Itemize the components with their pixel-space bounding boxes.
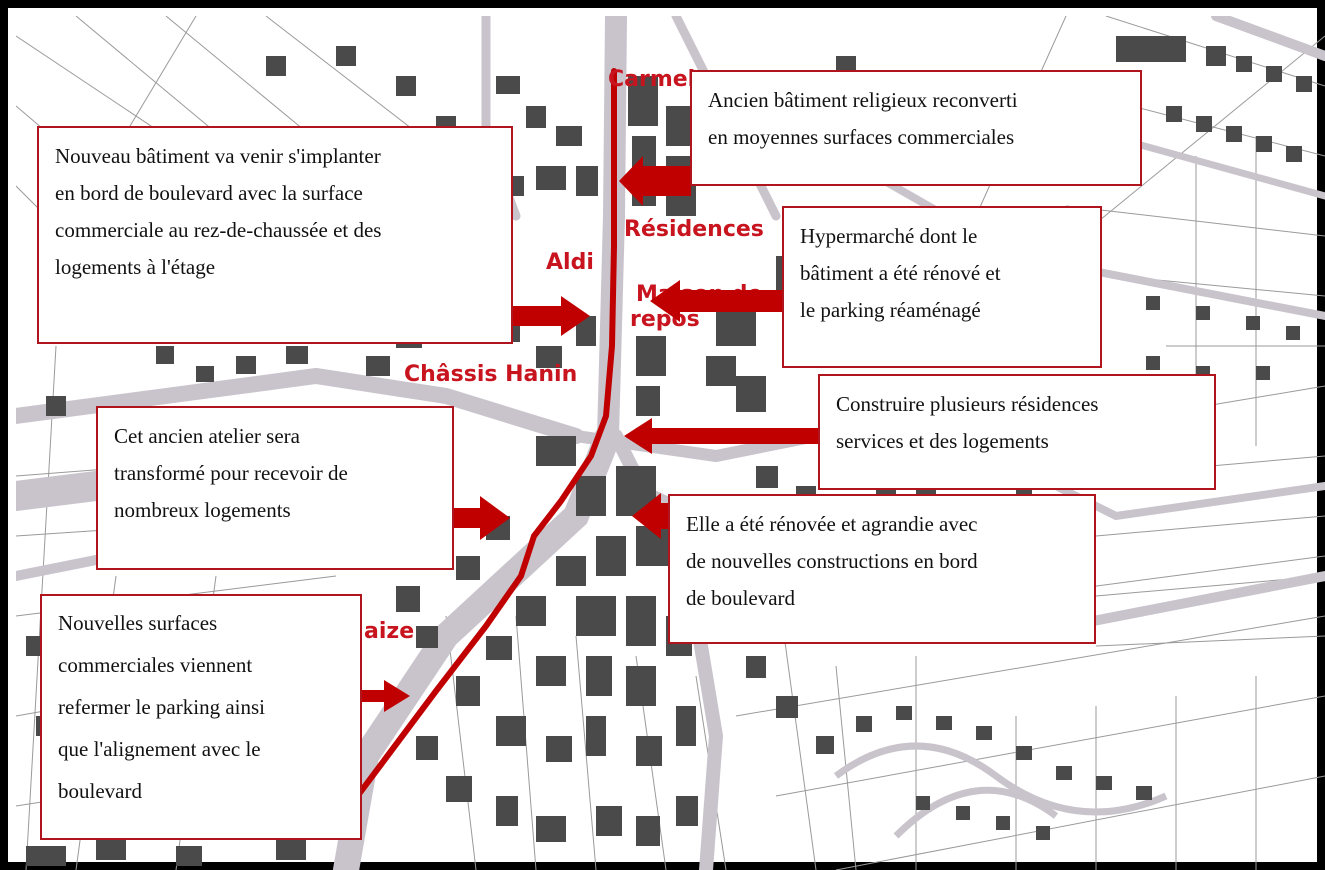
callout-aldi: Nouveau bâtiment va venir s'implanter en… [37, 126, 513, 344]
callout-line: Hypermarché dont le [800, 224, 978, 248]
callout-centre: Elle a été rénovée et agrandie avec de n… [668, 494, 1096, 644]
callout-line: commerciale au rez-de-chaussée et des [55, 218, 382, 242]
callout-line: en bord de boulevard avec la surface [55, 181, 363, 205]
place-labels: Carmel Résidences Aldi Maison de repos C… [364, 67, 764, 644]
callout-atelier: Cet ancien atelier sera transformé pour … [96, 406, 454, 570]
callout-line: Construire plusieurs résidences [836, 392, 1099, 416]
label-aldi: Aldi [546, 250, 594, 275]
arrow-residences-icon [624, 418, 822, 454]
callout-line: en moyennes surfaces commerciales [708, 125, 1015, 149]
label-carmel: Carmel [608, 67, 695, 92]
label-laize: aize [364, 619, 414, 644]
callout-line: boulevard [58, 779, 142, 803]
callout-commerces: Nouvelles surfaces commerciales viennent… [40, 594, 362, 840]
arrow-centre-icon [632, 493, 672, 539]
callout-line: de boulevard [686, 586, 796, 610]
boulevard-line [353, 68, 617, 801]
label-residences: Résidences [624, 217, 764, 242]
callout-line: de nouvelles constructions en bord [686, 549, 978, 573]
callout-carmel: Ancien bâtiment religieux reconverti en … [690, 70, 1142, 186]
callout-line: Cet ancien atelier sera [114, 424, 300, 448]
callout-line: logements à l'étage [55, 255, 216, 279]
arrow-commerces-icon [356, 680, 410, 712]
residential-streets [833, 742, 1168, 839]
callout-line: transformé pour recevoir de [114, 461, 348, 485]
callout-line: le parking réaménagé [800, 298, 981, 322]
callout-line: services et des logements [836, 429, 1049, 453]
callout-line: que l'alignement avec le [58, 737, 261, 761]
callout-line: Nouvelles surfaces [58, 611, 218, 635]
callout-line: Elle a été rénovée et agrandie avec [686, 512, 978, 536]
callout-line: Nouveau bâtiment va venir s'implanter [55, 144, 381, 168]
callout-line: commerciales viennent [58, 653, 253, 677]
label-chassis-hanin: Châssis Hanin [404, 362, 577, 387]
callout-line: bâtiment a été rénové et [800, 261, 1001, 285]
callout-residences: Construire plusieurs résidences services… [818, 374, 1216, 490]
callout-line: refermer le parking ainsi [58, 695, 265, 719]
arrow-carmel-icon [619, 156, 691, 206]
callout-line: nombreux logements [114, 498, 291, 522]
arrow-hypermarche-icon [650, 280, 782, 322]
arrow-aldi-icon [510, 296, 590, 336]
callout-line: Ancien bâtiment religieux reconverti [708, 88, 1018, 112]
callout-hypermarche: Hypermarché dont le bâtiment a été rénov… [782, 206, 1102, 368]
